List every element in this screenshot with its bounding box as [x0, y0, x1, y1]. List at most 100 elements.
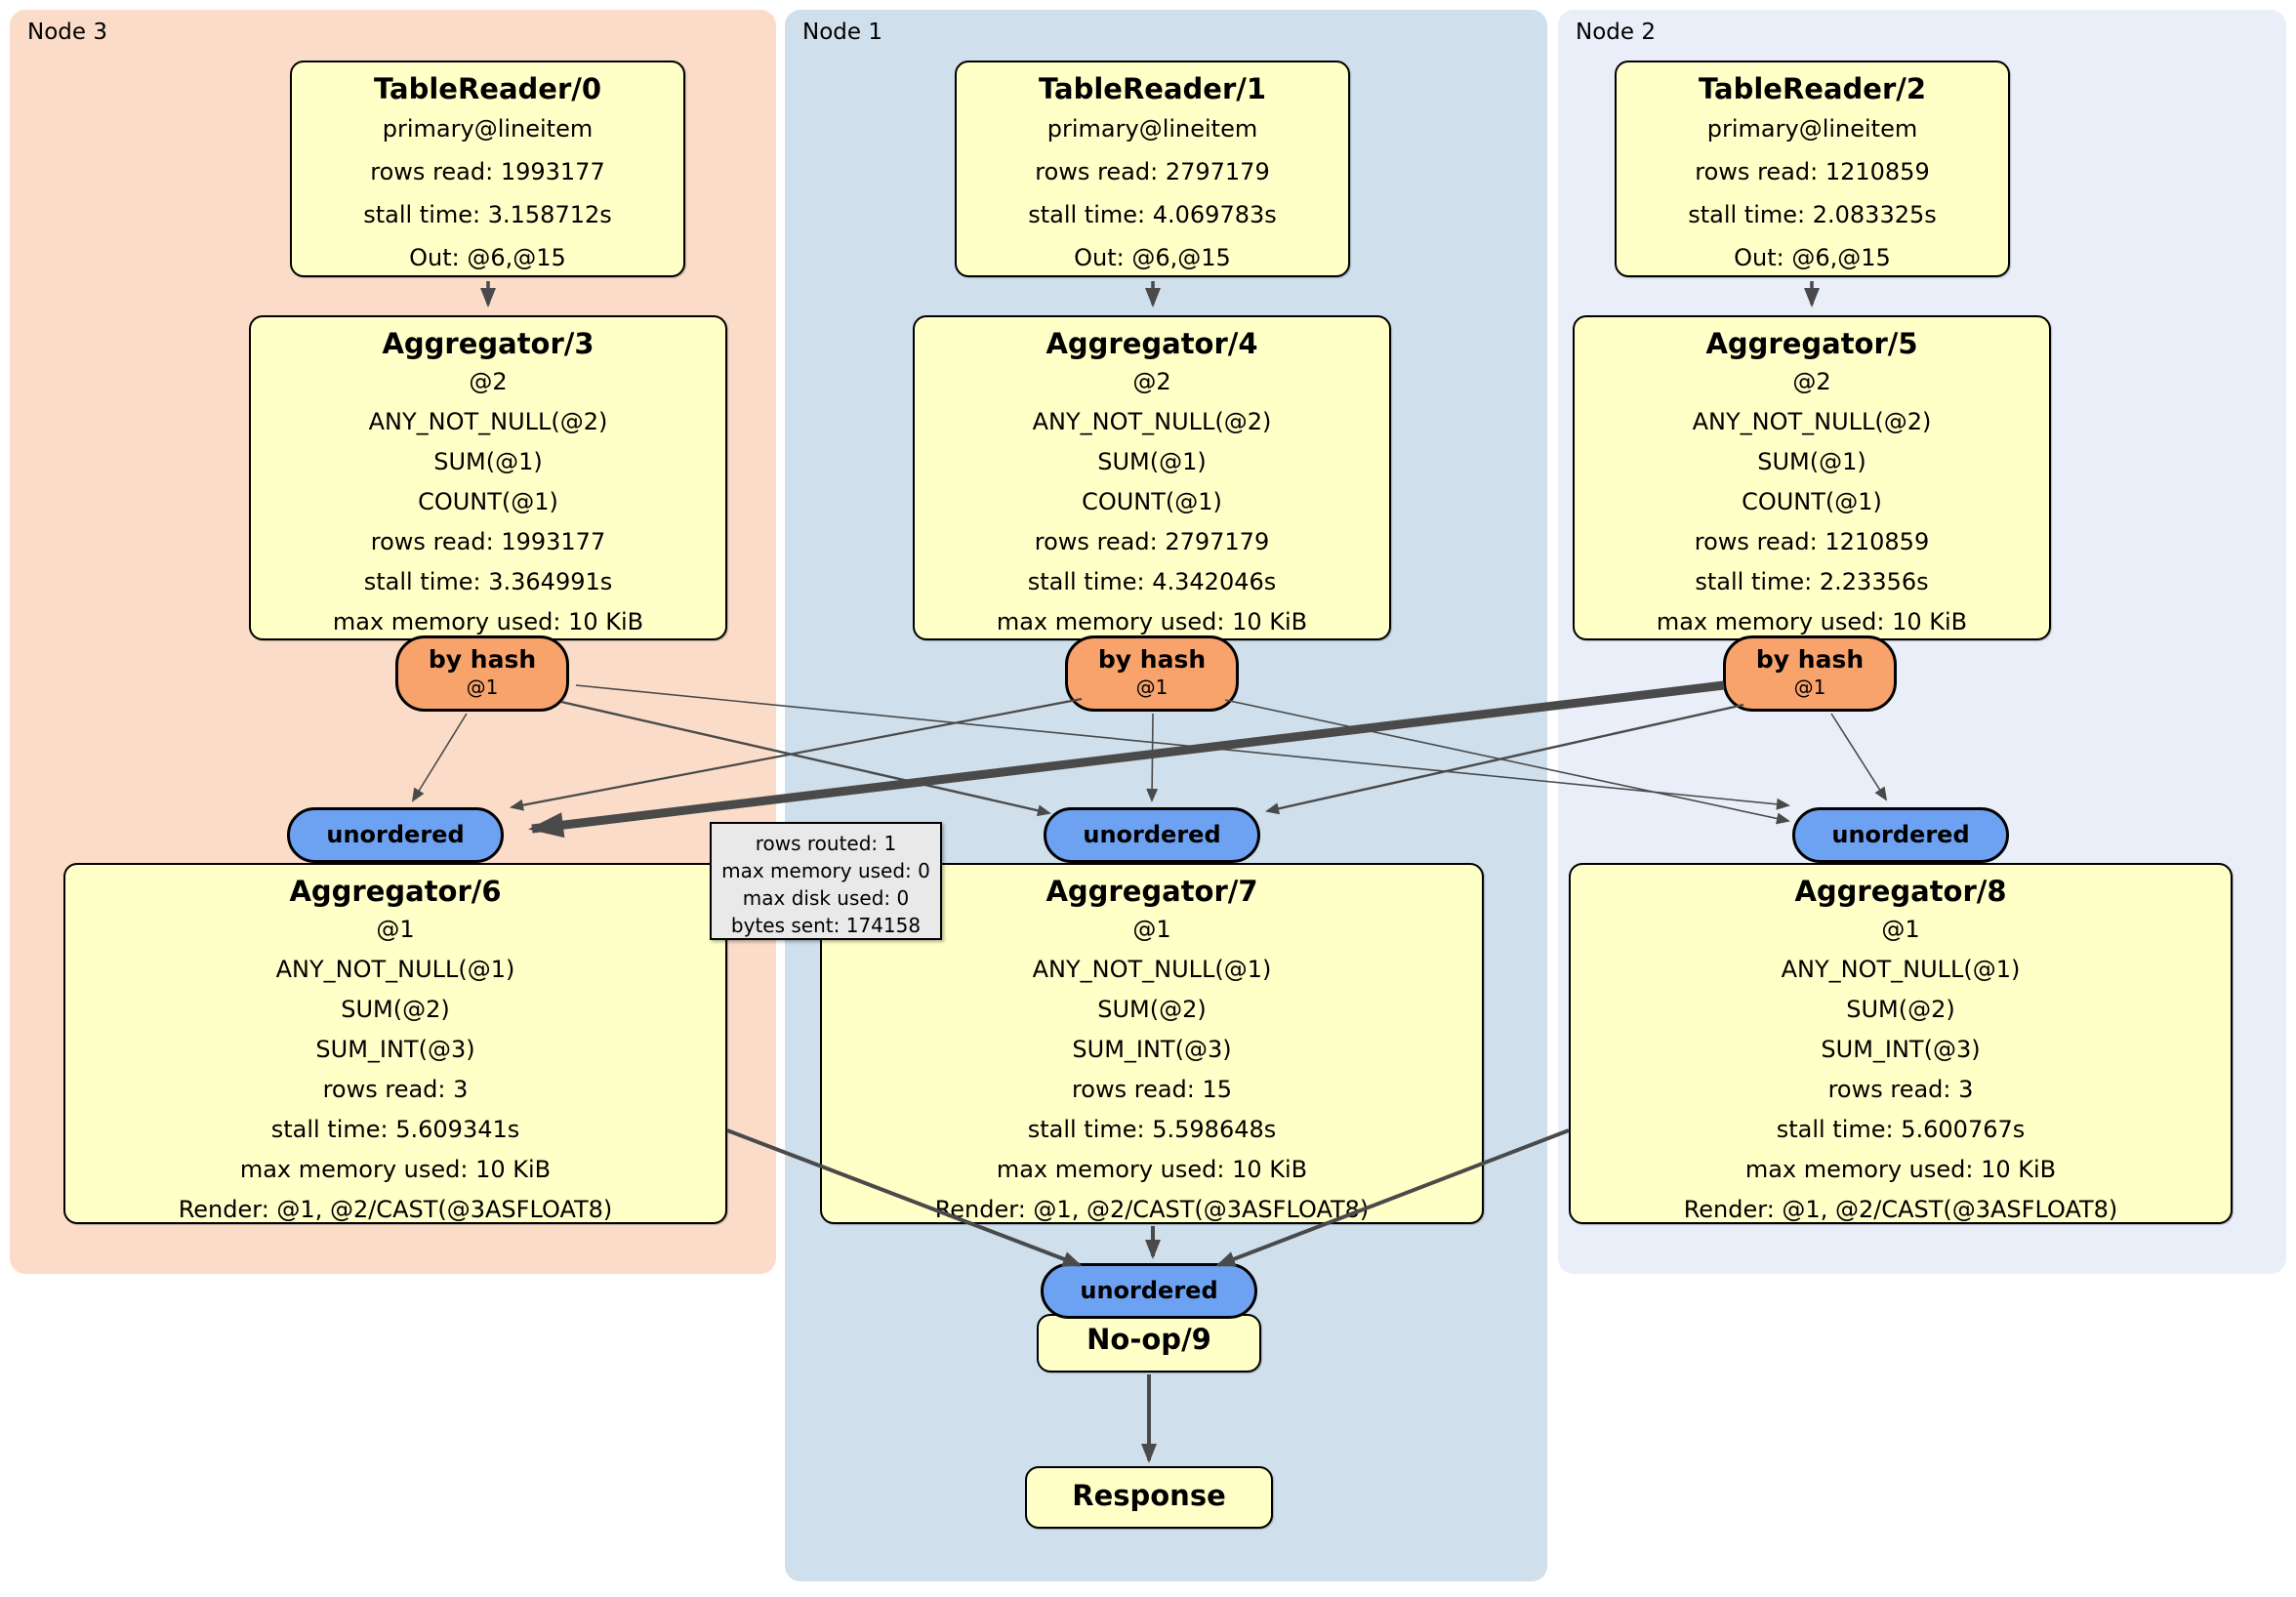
node-group-label: Node 3	[27, 20, 107, 45]
detail-line: primary@lineitem	[1046, 115, 1258, 143]
processor-title: TableReader/0	[373, 72, 602, 105]
detail-line: SUM(@1)	[1097, 448, 1207, 475]
detail-line: max memory used: 10 KiB	[1656, 608, 1968, 635]
detail-line: max memory used: 10 KiB	[996, 1156, 1308, 1183]
detail-line: stall time: 3.364991s	[363, 568, 613, 595]
detail-line: @2	[469, 368, 508, 395]
processor-response[interactable]: Response	[1025, 1466, 1273, 1529]
processor-tablereader-2[interactable]: TableReader/2 primary@lineitem rows read:…	[1615, 61, 2010, 277]
sync-unordered-9[interactable]: unordered	[1041, 1263, 1257, 1319]
detail-line: max memory used: 10 KiB	[1744, 1156, 2057, 1183]
detail-line: rows read: 3	[1827, 1076, 1974, 1103]
detail-line: stall time: 5.600767s	[1776, 1116, 2026, 1143]
detail-line: stall time: 5.598648s	[1027, 1116, 1277, 1143]
detail-line: SUM_INT(@3)	[1072, 1036, 1232, 1063]
detail-line: rows read: 1993177	[370, 158, 605, 185]
detail-line: @2	[1792, 368, 1831, 395]
detail-line: rows read: 2797179	[1035, 158, 1270, 185]
processor-title: TableReader/1	[1038, 72, 1267, 105]
detail-line: rows read: 1993177	[370, 528, 606, 555]
router-by-hash-4[interactable]: by hash @1	[1065, 635, 1239, 712]
detail-line: SUM(@1)	[433, 448, 543, 475]
detail-line: ANY_NOT_NULL(@1)	[1781, 956, 2021, 983]
processor-title: Aggregator/8	[1794, 875, 2007, 908]
router-key: @1	[466, 676, 499, 699]
sync-unordered-8[interactable]: unordered	[1792, 807, 2009, 863]
detail-line: ANY_NOT_NULL(@2)	[368, 408, 608, 435]
detail-line: rows read: 3	[322, 1076, 469, 1103]
detail-line: rows routed: 1	[755, 832, 897, 855]
processor-title: TableReader/2	[1698, 72, 1927, 105]
detail-line: SUM(@2)	[1846, 996, 1955, 1023]
detail-line: max memory used: 0	[721, 859, 930, 882]
processor-title: Aggregator/3	[382, 327, 594, 360]
detail-line: max memory used: 10 KiB	[332, 608, 644, 635]
detail-line: primary@lineitem	[382, 115, 594, 143]
processor-tablereader-0[interactable]: TableReader/0 primary@lineitem rows read:…	[290, 61, 685, 277]
detail-line: @1	[1132, 916, 1171, 943]
processor-noop-9[interactable]: No-op/9	[1037, 1314, 1261, 1372]
detail-line: Render: @1, @2/CAST(@3ASFLOAT8)	[934, 1196, 1370, 1223]
detail-line: max memory used: 10 KiB	[996, 608, 1308, 635]
router-by-hash-5[interactable]: by hash @1	[1723, 635, 1897, 712]
node-group-label: Node 2	[1576, 20, 1656, 45]
detail-line: ANY_NOT_NULL(@2)	[1032, 408, 1272, 435]
detail-line: primary@lineitem	[1706, 115, 1918, 143]
processor-title: Aggregator/4	[1046, 327, 1258, 360]
detail-line: Out: @6,@15	[1734, 244, 1891, 271]
detail-line: Render: @1, @2/CAST(@3ASFLOAT8)	[178, 1196, 613, 1223]
detail-line: COUNT(@1)	[418, 488, 558, 515]
processor-title: No-op/9	[1086, 1323, 1211, 1356]
detail-line: stall time: 5.609341s	[270, 1116, 520, 1143]
node-group-label: Node 1	[802, 20, 882, 45]
detail-line: Out: @6,@15	[1074, 244, 1231, 271]
detail-line: stall time: 3.158712s	[363, 201, 612, 228]
detail-line: stall time: 4.342046s	[1027, 568, 1277, 595]
router-by-hash-3[interactable]: by hash @1	[395, 635, 569, 712]
detail-line: SUM(@1)	[1757, 448, 1866, 475]
detail-line: rows read: 1210859	[1695, 158, 1930, 185]
processor-title: Aggregator/5	[1705, 327, 1918, 360]
detail-line: COUNT(@1)	[1742, 488, 1882, 515]
detail-line: SUM(@2)	[1097, 996, 1207, 1023]
processor-title: Aggregator/6	[289, 875, 502, 908]
router-key: @1	[1135, 676, 1168, 699]
detail-line: @2	[1132, 368, 1171, 395]
router-label: by hash	[428, 645, 537, 674]
detail-line: stall time: 2.083325s	[1688, 201, 1937, 228]
detail-line: bytes sent: 174158	[730, 914, 922, 937]
detail-line: ANY_NOT_NULL(@1)	[1032, 956, 1272, 983]
sync-unordered-7[interactable]: unordered	[1044, 807, 1260, 863]
detail-line: stall time: 4.069783s	[1028, 201, 1277, 228]
detail-line: Out: @6,@15	[409, 244, 566, 271]
router-label: by hash	[1755, 645, 1865, 674]
detail-line: rows read: 15	[1071, 1076, 1233, 1103]
detail-line: max memory used: 10 KiB	[239, 1156, 552, 1183]
detail-line: @1	[1881, 916, 1920, 943]
sync-unordered-6[interactable]: unordered	[287, 807, 504, 863]
detail-line: ANY_NOT_NULL(@2)	[1692, 408, 1932, 435]
router-label: by hash	[1097, 645, 1207, 674]
detail-line: SUM_INT(@3)	[315, 1036, 475, 1063]
processor-tablereader-1[interactable]: TableReader/1 primary@lineitem rows read:…	[955, 61, 1350, 277]
router-key: @1	[1793, 676, 1826, 699]
detail-line: @1	[376, 916, 415, 943]
detail-line: stall time: 2.23356s	[1695, 568, 1929, 595]
processor-details: primary@lineitem rows read: 1210859 stall …	[1617, 107, 2008, 279]
processor-title: Response	[1072, 1479, 1226, 1512]
detail-line: Render: @1, @2/CAST(@3ASFLOAT8)	[1683, 1196, 2118, 1223]
